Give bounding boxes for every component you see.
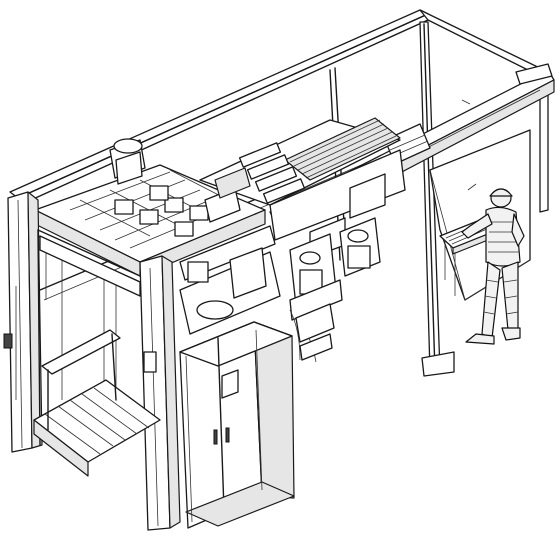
roller-conveyor xyxy=(199,117,406,259)
operator-figure xyxy=(461,188,525,345)
control-cabinet xyxy=(179,321,295,529)
cable-details xyxy=(289,99,477,363)
front-right-column xyxy=(139,255,181,531)
base-frame xyxy=(33,329,161,477)
pickup-head xyxy=(34,138,266,277)
front-left-column xyxy=(3,191,43,453)
drive-units xyxy=(179,217,381,335)
